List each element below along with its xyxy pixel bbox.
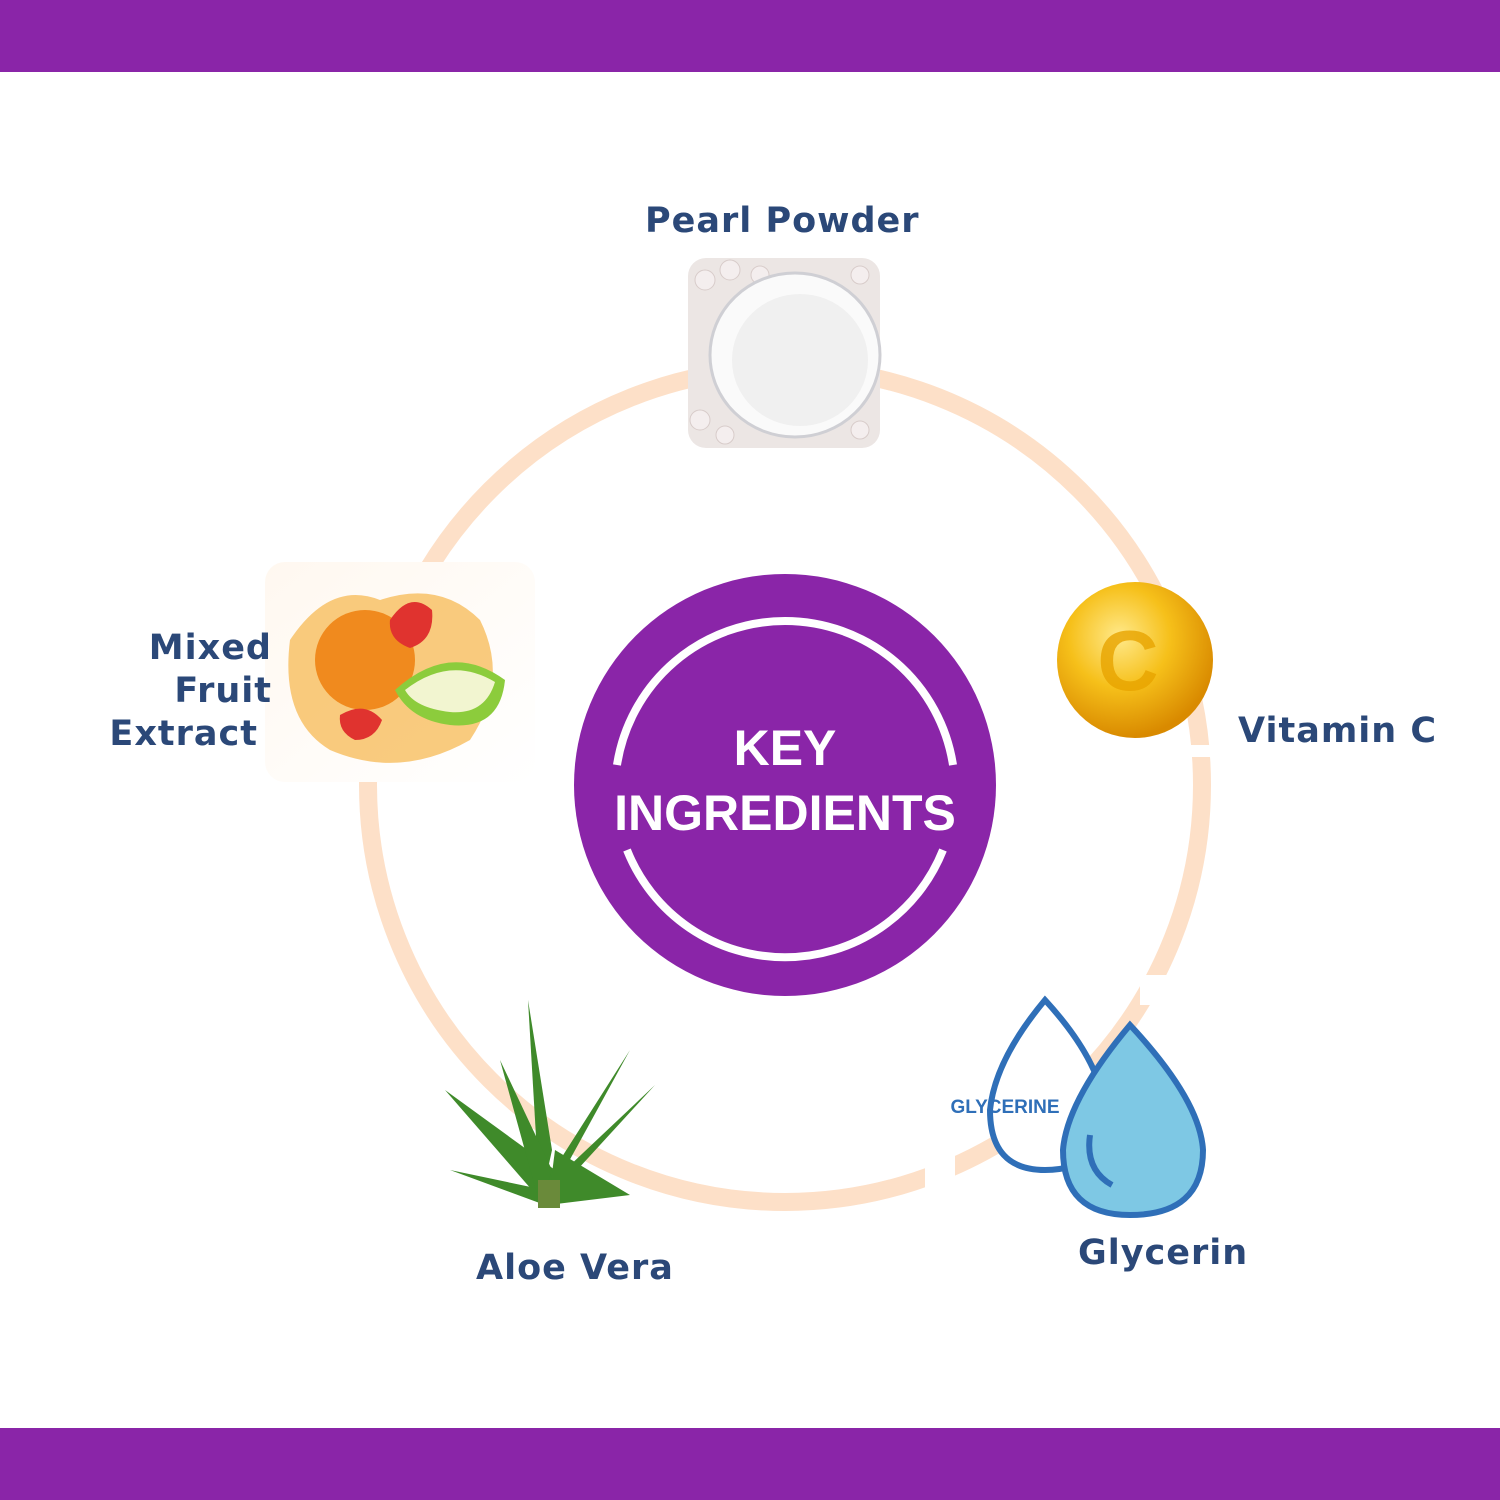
label-mixed-fruit-extract: Mixed Fruit Extract <box>40 627 272 756</box>
label-aloe-vera: Aloe Vera <box>476 1248 674 1288</box>
vitamin-c-capsule-image: C <box>1057 582 1213 738</box>
label-pearl-powder: Pearl Powder <box>645 201 920 241</box>
title-line-2: INGREDIENTS <box>614 785 956 841</box>
label-line-1: Mixed Fruit <box>148 628 272 711</box>
label-glycerin: Glycerin <box>1078 1233 1249 1273</box>
aloe-vera-plant-image <box>445 1000 655 1208</box>
glycerin-drops-image: GLYCERINE <box>950 995 1207 1219</box>
center-badge: KEY INGREDIENTS <box>574 574 996 996</box>
svg-text:C: C <box>1097 614 1158 709</box>
pearl-powder-image <box>688 258 882 448</box>
svg-text:GLYCERINE: GLYCERINE <box>950 1097 1059 1118</box>
title-line-1: KEY <box>734 720 837 776</box>
mixed-fruit-image <box>265 562 535 782</box>
bottom-brand-bar <box>0 1428 1500 1500</box>
label-line-2: Extract <box>109 714 258 754</box>
top-brand-bar <box>0 0 1500 72</box>
label-vitamin-c: Vitamin C <box>1238 711 1438 751</box>
